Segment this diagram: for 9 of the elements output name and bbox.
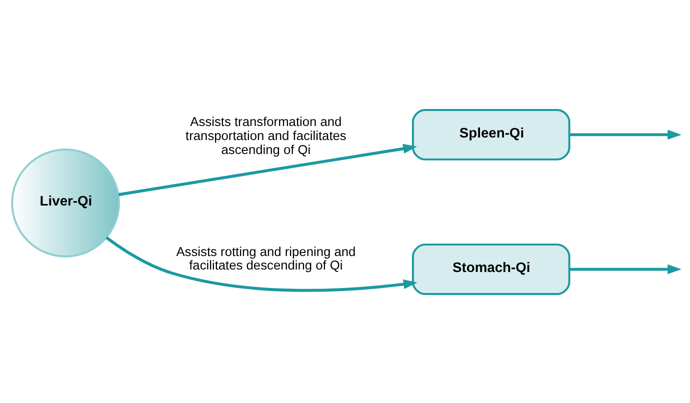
node-circle: Liver-Qi xyxy=(11,148,120,257)
arrow xyxy=(106,236,418,292)
node-box: Spleen-Qi xyxy=(412,108,570,160)
arrow xyxy=(118,143,418,196)
edge-label: Assists rotting and ripening and facilitates descending of Qi xyxy=(176,243,356,272)
arrow xyxy=(570,129,682,140)
arrow xyxy=(570,264,682,274)
node-box: Stomach-Qi xyxy=(412,243,570,295)
edge-label: Assists transformation and transportation and facilitates ascending of Qi xyxy=(186,114,346,156)
